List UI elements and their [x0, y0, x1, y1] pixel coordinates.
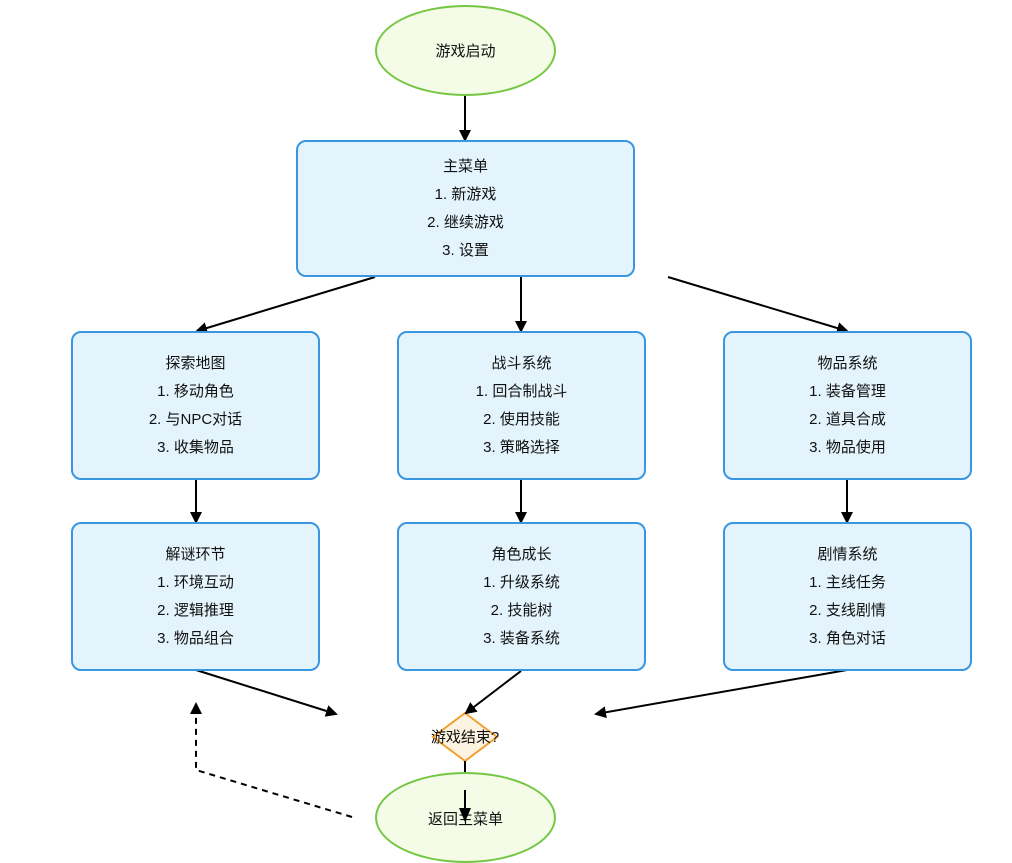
main-menu-item: 1. 新游戏 [434, 185, 497, 203]
story-title: 剧情系统 [817, 545, 878, 563]
edge-main-menu-to-explore [195, 276, 376, 334]
inventory-node: 物品系统 1. 装备管理 2. 道具合成 3. 物品使用 [723, 331, 972, 480]
main-menu-node: 主菜单 1. 新游戏 2. 继续游戏 3. 设置 [296, 140, 635, 277]
inventory-item: 1. 装备管理 [809, 382, 886, 400]
inventory-item: 2. 道具合成 [809, 410, 886, 428]
edge-puzzle-to-decision [195, 669, 338, 717]
growth-node: 角色成长 1. 升级系统 2. 技能树 3. 装备系统 [397, 522, 646, 671]
return-menu-label: 返回主菜单 [427, 811, 503, 828]
edge-return-to-puzzle-dashed [190, 702, 353, 818]
growth-item: 1. 升级系统 [483, 573, 560, 591]
story-node: 剧情系统 1. 主线任务 2. 支线剧情 3. 角色对话 [723, 522, 972, 671]
explore-node: 探索地图 1. 移动角色 2. 与NPC对话 3. 收集物品 [71, 331, 320, 480]
start-label: 游戏启动 [435, 43, 496, 60]
edge-main-menu-to-inventory [667, 276, 849, 334]
main-menu-item: 2. 继续游戏 [427, 213, 504, 231]
explore-item: 2. 与NPC对话 [148, 410, 243, 428]
puzzle-item: 2. 逻辑推理 [157, 601, 234, 619]
puzzle-node: 解谜环节 1. 环境互动 2. 逻辑推理 3. 物品组合 [71, 522, 320, 671]
inventory-title: 物品系统 [817, 354, 878, 372]
edge-growth-to-decision [464, 670, 522, 715]
inventory-item: 3. 物品使用 [809, 438, 886, 456]
growth-title: 角色成长 [491, 545, 552, 563]
main-menu-item: 3. 设置 [442, 241, 489, 259]
story-item: 2. 支线剧情 [809, 601, 886, 619]
battle-item: 3. 策略选择 [483, 438, 560, 456]
battle-item: 1. 回合制战斗 [475, 382, 568, 400]
decision-label: 游戏结束? [430, 729, 500, 746]
edge-story-to-decision [594, 669, 848, 719]
battle-item: 2. 使用技能 [483, 410, 560, 428]
growth-item: 3. 装备系统 [483, 629, 560, 647]
battle-title: 战斗系统 [491, 354, 552, 372]
start-node: 游戏启动 [375, 5, 556, 96]
main-menu-title: 主菜单 [442, 157, 488, 175]
explore-title: 探索地图 [165, 354, 226, 372]
story-item: 3. 角色对话 [809, 629, 886, 647]
puzzle-title: 解谜环节 [165, 545, 226, 563]
explore-item: 1. 移动角色 [157, 382, 234, 400]
growth-item: 2. 技能树 [490, 601, 553, 619]
explore-item: 3. 收集物品 [157, 438, 234, 456]
return-menu-node: 返回主菜单 [375, 772, 556, 863]
puzzle-item: 1. 环境互动 [157, 573, 234, 591]
story-item: 1. 主线任务 [809, 573, 886, 591]
battle-node: 战斗系统 1. 回合制战斗 2. 使用技能 3. 策略选择 [397, 331, 646, 480]
puzzle-item: 3. 物品组合 [157, 629, 234, 647]
